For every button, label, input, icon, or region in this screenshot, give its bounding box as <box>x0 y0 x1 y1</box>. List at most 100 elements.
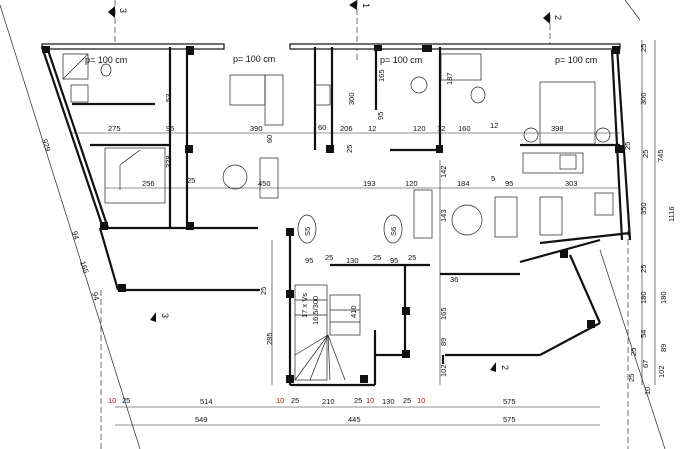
dimension-label: 25 <box>403 396 411 405</box>
dimension-label: 575 <box>503 397 516 406</box>
dimension-label: 275 <box>108 124 121 133</box>
section-label: 3 <box>118 8 128 13</box>
dimensions-lower: 95 25 130 25 95 25 165 89 102 285 25 36 <box>259 253 458 377</box>
armchair <box>259 157 279 199</box>
shaft-s5 <box>297 214 317 244</box>
section-label: 2 <box>553 15 563 20</box>
dimension-label: 350 <box>639 202 648 215</box>
shaft-s6 <box>383 214 403 244</box>
bed-right <box>539 81 596 145</box>
dimension-label: 25 <box>325 253 333 262</box>
dimension-label: 95 <box>505 179 513 188</box>
stair-count-label: 17 x Vs <box>300 293 309 318</box>
nightstand <box>523 127 539 143</box>
dining-table <box>229 74 266 106</box>
washing-machine <box>70 84 89 103</box>
dimension-label: 10 <box>417 396 425 405</box>
dimension-label: 95 <box>305 256 313 265</box>
dimension-label: 94 <box>70 230 81 241</box>
dimensions-left: 929 94 165 94 <box>40 138 101 302</box>
dimension-label: 60 <box>265 135 274 143</box>
dimension-label: 390 <box>250 124 263 133</box>
sofa <box>264 74 284 126</box>
dimension-label: 165 <box>377 69 386 82</box>
section-label: 3 <box>160 313 170 318</box>
dimension-label: 130 <box>382 397 395 406</box>
interior-walls <box>72 47 620 387</box>
dimension-label: 89 <box>439 338 448 346</box>
dimension-label: 929 <box>40 138 52 153</box>
toilet <box>470 86 486 104</box>
columns <box>42 45 623 383</box>
washbasin <box>410 76 428 94</box>
nightstand <box>595 127 611 143</box>
dimension-label: 745 <box>656 149 665 162</box>
dimension-label: 25 <box>122 396 130 405</box>
dimension-label: 94 <box>90 291 101 302</box>
section-label: 2 <box>500 365 510 370</box>
dimension-label: 160 <box>458 124 471 133</box>
dimension-label: 575 <box>503 415 516 424</box>
dimension-label: 54 <box>639 330 648 338</box>
dimension-label: 450 <box>258 179 271 188</box>
shaft-s6-label: S6 <box>389 227 398 236</box>
dimension-label: 120 <box>413 124 426 133</box>
dimension-label: 25 <box>259 287 268 295</box>
dimension-label: 95 <box>166 124 174 133</box>
section-marker-icon <box>490 362 496 372</box>
outer-walls <box>40 43 632 364</box>
dimensions-bottom-1: 10 25 514 10 25 210 25 10 130 25 10 575 <box>108 396 516 406</box>
dimension-label: 187 <box>445 72 454 85</box>
dimension-lines <box>70 40 656 426</box>
dimension-label: 25 <box>408 253 416 262</box>
dimension-label: 300 <box>347 92 356 105</box>
dimension-label: 5 <box>491 174 495 183</box>
dimension-label: 10 <box>276 396 284 405</box>
section-marker-icon <box>150 312 156 322</box>
dimension-label: 10 <box>108 396 116 405</box>
dimension-label: 549 <box>195 415 208 424</box>
dimension-label: 95 <box>376 112 385 120</box>
sink <box>314 84 331 106</box>
dimension-label: 67 <box>641 360 650 368</box>
dimension-label: 120 <box>405 179 418 188</box>
dimension-label: 53 <box>164 94 173 102</box>
dimensions-right: 25 300 25 745 350 1116 25 180 180 54 25 … <box>627 44 676 395</box>
dimension-label: 10 <box>366 396 374 405</box>
site-boundary-right <box>599 249 666 449</box>
site-boundary-left <box>0 4 141 449</box>
dimension-label: 25 <box>639 44 648 52</box>
section-markers: 3 1 2 3 2 <box>108 0 563 372</box>
dimension-label: 12 <box>490 121 498 130</box>
dimension-label: 445 <box>348 415 361 424</box>
dimension-label: 12 <box>437 124 445 133</box>
dimension-label: 25 <box>639 265 648 273</box>
furniture <box>62 53 614 239</box>
dimension-label: 36 <box>450 275 458 284</box>
dimensions-mid: 256 328 25 450 193 120 184 5 95 303 142 … <box>142 142 632 222</box>
window-sill-label: p= 100 cm <box>555 55 597 65</box>
stove <box>559 154 577 170</box>
dimension-label: 102 <box>439 364 448 377</box>
dimension-label: 10 <box>643 387 652 395</box>
dimension-label: 303 <box>565 179 578 188</box>
bathtub <box>440 53 482 81</box>
window-sill-label: p= 100 cm <box>233 54 275 64</box>
site-boundary-corner <box>624 0 641 21</box>
dimension-label: 165 <box>78 260 90 275</box>
section-label: 1 <box>361 3 371 8</box>
round-table <box>451 204 483 236</box>
dimension-label: 142 <box>439 165 448 178</box>
dimension-label: 256 <box>142 179 155 188</box>
shower <box>62 53 89 80</box>
dimension-label: 398 <box>551 124 564 133</box>
dimension-label: 300 <box>639 92 648 105</box>
dimension-label: 285 <box>265 332 274 345</box>
dimension-label: 25 <box>291 396 299 405</box>
dimension-label: 184 <box>457 179 470 188</box>
dimensions-bottom-2: 549 445 575 <box>195 415 516 424</box>
stair-length-label: 410 <box>349 305 358 318</box>
dimension-label: 193 <box>363 179 376 188</box>
dimension-label: 328 <box>164 155 173 168</box>
